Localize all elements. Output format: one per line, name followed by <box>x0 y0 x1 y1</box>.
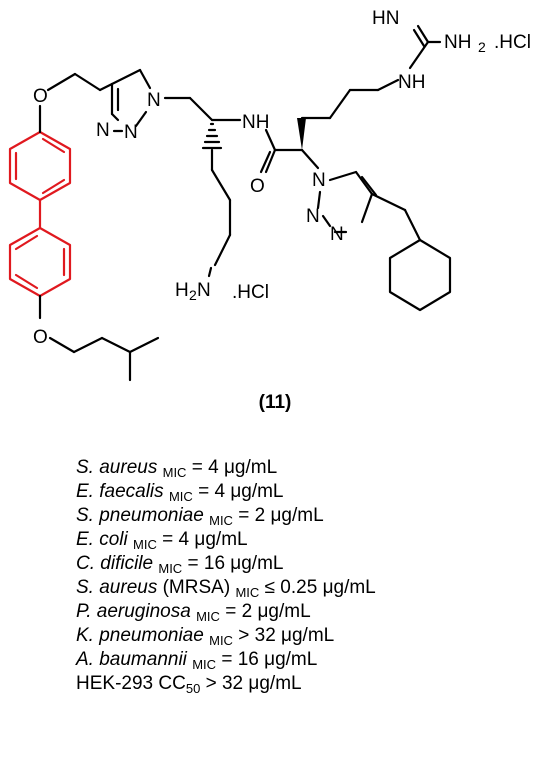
activity-row: A. baumannii MIC = 16 μg/mL <box>76 648 546 672</box>
cytotoxicity-unit: μg/mL <box>248 673 302 694</box>
activity-row: C. dificile MIC = 16 μg/mL <box>76 552 546 576</box>
cytotoxicity-row: HEK-293 CC50 > 32 μg/mL <box>76 672 546 696</box>
measure-label: MIC <box>235 585 260 600</box>
relation-symbol: > <box>238 625 250 646</box>
measure-label: MIC <box>162 465 187 480</box>
amine-n: N <box>197 280 211 301</box>
measure-label: MIC <box>196 609 220 624</box>
cyclohexane-ring <box>388 238 452 312</box>
triazole1-n1: N <box>147 90 161 111</box>
measure-subscript: 50 <box>185 681 201 696</box>
guanidine-nh2-sub: 2 <box>478 39 486 55</box>
measure-label: MIC <box>209 513 233 528</box>
organism-name: S. aureus <box>76 577 158 598</box>
measure-label: MIC <box>192 657 217 672</box>
compound-label: (11) <box>258 392 292 413</box>
amine-h: H <box>175 280 189 301</box>
triazole1-n2: N <box>124 122 138 143</box>
activity-unit: μg/mL <box>230 481 284 502</box>
strain-qualifier: (MRSA) <box>162 577 231 598</box>
relation-symbol: = <box>198 481 210 502</box>
organism-name: K. pneumoniae <box>76 625 204 646</box>
activity-unit: μg/mL <box>322 577 376 598</box>
stereo-wedge <box>297 118 306 150</box>
relation-symbol: = <box>187 553 199 574</box>
organism-name: C. dificile <box>76 553 154 574</box>
organism-name: A. baumannii <box>76 649 187 670</box>
triazole2-n3: N <box>306 206 320 227</box>
ether-oxygen-top: O <box>33 86 48 107</box>
relation-symbol: > <box>205 673 217 694</box>
activity-unit: μg/mL <box>223 457 278 478</box>
triazole-ring-2 <box>316 170 378 234</box>
activity-unit: μg/mL <box>194 529 248 550</box>
organism-name: S. aureus <box>76 457 158 478</box>
triazole2-n1: N <box>312 170 326 191</box>
stereo-hash-1 <box>201 122 223 150</box>
amide-oxygen: O <box>250 176 265 197</box>
relation-symbol: = <box>191 457 203 478</box>
activity-row: S. aureus (MRSA) MIC ≤ 0.25 μg/mL <box>76 576 546 600</box>
activity-unit: μg/mL <box>281 625 335 646</box>
relation-symbol: ≤ <box>264 577 276 598</box>
imine-hn: HN <box>372 8 399 29</box>
activity-row: E. coli MIC = 4 μg/mL <box>76 528 546 552</box>
activity-value: 4 <box>208 457 219 478</box>
organism-name: E. coli <box>76 529 128 550</box>
measure-label: MIC <box>168 489 193 504</box>
guanidine-nh2: NH <box>444 32 471 53</box>
relation-symbol: = <box>225 601 237 622</box>
activity-row: E. faecalis MIC = 4 μg/mL <box>76 480 546 504</box>
activity-row: K. pneumoniae MIC > 32 μg/mL <box>76 624 546 648</box>
amine-sub: 2 <box>189 287 197 303</box>
triazole1-n3: N <box>96 120 110 141</box>
activity-value: 32 <box>254 625 276 646</box>
activity-row: P. aeruginosa MIC = 2 μg/mL <box>76 600 546 624</box>
activity-unit: μg/mL <box>230 553 284 574</box>
activity-value: 2 <box>241 601 253 622</box>
measure-label: MIC <box>158 561 183 576</box>
cytotoxicity-value: 32 <box>221 673 244 694</box>
organism-name: E. faecalis <box>76 481 164 502</box>
relation-symbol: = <box>238 505 250 526</box>
amide-nh: NH <box>242 112 269 133</box>
activity-value: 16 <box>237 649 259 670</box>
activity-value: 0.25 <box>280 577 318 598</box>
measure-label: MIC <box>133 537 157 552</box>
activity-value: 4 <box>214 481 226 502</box>
triazole2-n2: N <box>330 224 344 245</box>
organism-name: S. pneumoniae <box>76 505 204 526</box>
guanidine-nh: NH <box>398 72 425 93</box>
activity-unit: μg/mL <box>264 649 318 670</box>
relation-symbol: = <box>162 529 174 550</box>
hcl-top: .HCl <box>494 32 531 53</box>
hcl-bottom: .HCl <box>232 282 269 303</box>
activity-row: S. pneumoniae MIC = 2 μg/mL <box>76 504 546 528</box>
activity-value: 2 <box>254 505 266 526</box>
activity-row: S. aureus MIC = 4 μg/mL <box>76 456 546 480</box>
chemical-structure: O N N N NH H 2 N .HCl O <box>8 8 531 382</box>
triazole-ring-1 <box>98 68 152 128</box>
biphenyl-moiety <box>8 130 72 298</box>
ether-oxygen-bottom: O <box>33 327 48 348</box>
organism-name: P. aeruginosa <box>76 601 191 622</box>
cell-line: HEK-293 <box>76 673 154 694</box>
activity-value: 16 <box>203 553 226 574</box>
measure-label: CC <box>158 673 186 694</box>
activity-unit: μg/mL <box>257 601 311 622</box>
measure-label: MIC <box>209 633 233 648</box>
activity-value: 4 <box>178 529 190 550</box>
activity-unit: μg/mL <box>270 505 324 526</box>
relation-symbol: = <box>221 649 233 670</box>
